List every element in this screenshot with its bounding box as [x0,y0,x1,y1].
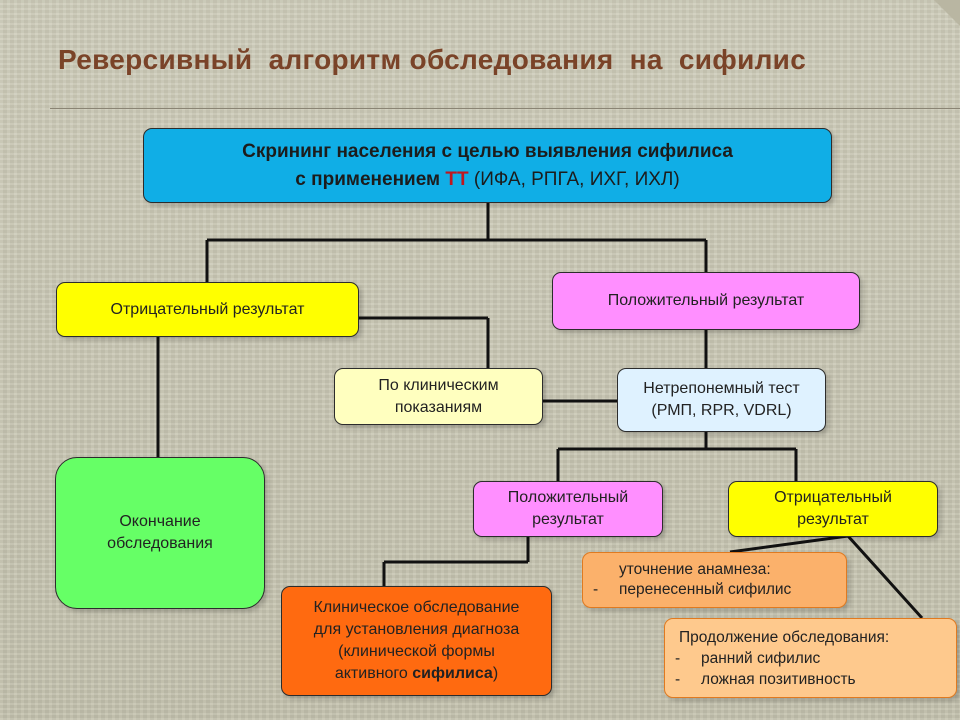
continue-exam-item1-row: - ранний сифилис [675,648,820,669]
positive-result-2-line1: Положительный [507,489,629,506]
negative-result-label: Отрицательный результат [110,300,305,318]
clinical-exam-line2: для установления диагноза [313,621,520,638]
positive-result-box: Положительный результат [552,272,860,330]
clinical-indications-line1: По клиническим [378,376,499,394]
anamnesis-item: - перенесенный сифилис [593,580,791,600]
anamnesis-box: уточнение анамнеза: - перенесенный сифили… [582,552,847,608]
negative-result-2-line1: Отрицательный [774,489,892,506]
continue-exam-bullet-2: - [675,670,681,688]
screening-line2-prefix: с применением [295,168,446,190]
clinical-indications-box: По клиническим показаниям [334,368,543,425]
negative-result-2-box: Отрицательный результат [728,481,938,537]
anamnesis-line1: уточнение анамнеза: [619,561,771,578]
nontreponemal-test-line2: (РМП, RPR, VDRL) [651,402,792,419]
screening-methods: (ИФА, РПГА, ИХГ, ИХЛ) [468,168,680,190]
anamnesis-item1: перенесенный сифилис [619,581,792,598]
clinical-exam-line4-bold: сифилиса [412,665,493,682]
nontreponemal-test-line1: Нетрепонемный тест [643,380,800,397]
negative-result-box: Отрицательный результат [56,282,359,337]
clinical-exam-line1: Клиническое обследование [313,599,520,616]
end-exam-box: Окончание обследования [55,457,265,609]
continue-exam-bullet-1: - [675,649,681,667]
page-title: Реверсивный алгоритм обследования на сиф… [58,44,807,75]
screening-line2: с применением ТТ (ИФА, РПГА, ИХГ, ИХЛ) [295,166,679,194]
continue-exam-line1: Продолжение обследования: [679,628,890,646]
clinical-exam-line4: активного сифилиса) [335,663,498,685]
negative-result-2-line2: результат [797,511,869,528]
positive-result-2-box: Положительный результат [473,481,663,537]
nontreponemal-test-box: Нетрепонемный тест (РМП, RPR, VDRL) [617,368,826,432]
anamnesis-bullet: - [593,581,599,598]
continue-exam-item1: ранний сифилис [701,649,821,667]
positive-result-label: Положительный результат [607,292,805,309]
title-underline [50,108,960,109]
continue-exam-item2-row: - ложная позитивность [675,669,856,690]
connector-negative2-to-anamnesis [729,534,849,554]
corner-decoration [934,0,960,26]
connector-negative2-to-continue [846,534,924,620]
end-exam-line1: Окончание [119,513,201,530]
screening-line1: Скрининг населения с целью выявления сиф… [242,140,733,162]
screening-box: Скрининг населения с целью выявления сиф… [143,128,832,203]
continue-exam-box: Продолжение обследования: - ранний сифили… [664,618,957,698]
clinical-indications-line2: показаниям [394,398,483,416]
screening-tt: ТТ [445,168,469,190]
clinical-exam-line3: (клинической формы [338,643,495,660]
end-exam-line2: обследования [107,535,213,552]
clinical-exam-line4-prefix: активного [334,665,413,682]
clinical-exam-line4-suffix: ) [492,665,499,682]
clinical-exam-box: Клиническое обследование для установлени… [281,586,552,696]
positive-result-2-line2: результат [532,511,604,528]
continue-exam-item2: ложная позитивность [701,670,856,688]
